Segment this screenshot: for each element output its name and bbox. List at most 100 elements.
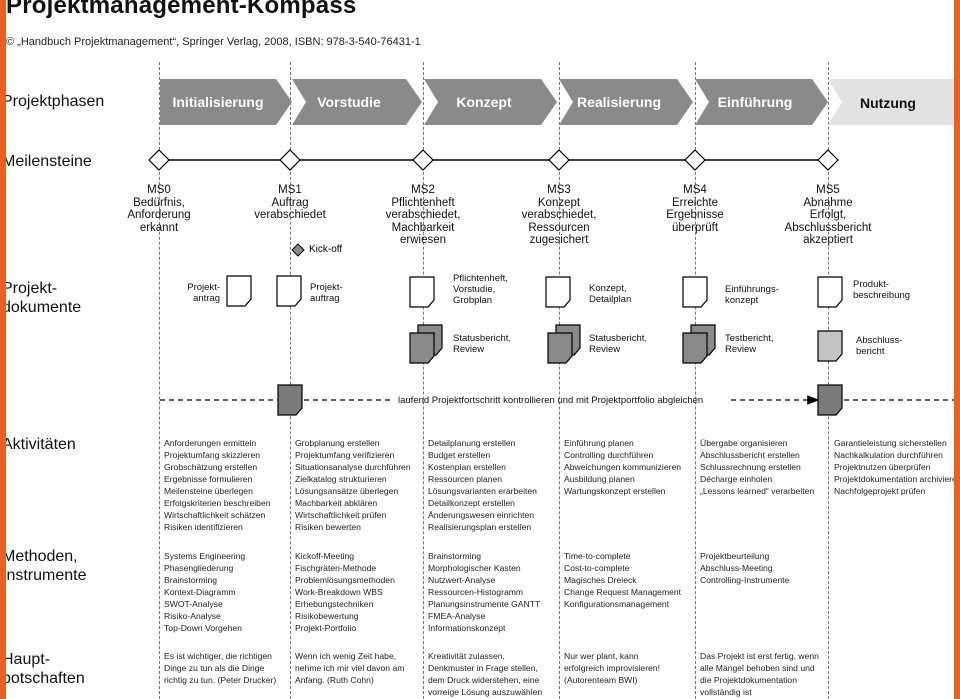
phase-chevron — [695, 79, 828, 125]
doc-label-projektantrag: Projekt- antrag — [182, 282, 220, 304]
doc-label-line: auftrag — [310, 293, 340, 304]
activities-vorstudie: Grobplanung erstellen Projektumfang veri… — [295, 437, 411, 533]
milestone-diamond — [279, 149, 301, 171]
doc-label-line: Detailplan — [589, 294, 632, 305]
activity-item: Lösungsansätze überlegen — [295, 486, 399, 496]
row-label-line: Aktivitäten — [6, 436, 76, 453]
milestone-text: verabschiedet, — [385, 209, 461, 221]
row-label-activities: Aktivitäten — [6, 435, 76, 454]
phase-label-nutzung: Nutzung — [860, 95, 916, 111]
doc-label-pflichtenheft: Pflichtenheft, Vorstudie, Grobplan — [453, 273, 508, 306]
document-icon — [409, 276, 435, 308]
doc-label-line: Statusbericht, — [589, 333, 648, 344]
activity-item: Grobschätzung erstellen — [164, 462, 258, 472]
milestone-text: akzeptiert — [803, 234, 853, 246]
method-item: Change Request Management — [564, 587, 682, 597]
activity-item: Projektdokumentation archivieren — [834, 474, 954, 484]
method-item: FMEA-Analyse — [428, 611, 486, 621]
phase-chevron — [559, 79, 693, 125]
method-item: Abschluss-Meeting — [700, 563, 773, 573]
phase-divider — [559, 62, 560, 699]
method-item: Controlling-Instrumente — [700, 575, 790, 585]
message-line: nehme ich mir viel davon am — [295, 663, 405, 673]
diagram-canvas: Projektmanagement-Kompass © „Handbuch Pr… — [6, 0, 954, 699]
methods-einfuehrung: Projektbeurteilung Abschluss-Meeting Con… — [700, 550, 789, 586]
doc-label-line: konzept — [725, 295, 759, 306]
activity-item: Realisierungsplan erstellen — [428, 522, 532, 532]
milestone-text: Anforderung — [127, 209, 191, 221]
row-label-documents: Projekt-dokumente — [6, 279, 81, 317]
messages-konzept: Kreativität zulassen, Denkmuster in Frag… — [428, 650, 542, 698]
activity-item: Nachkalkulation durchführen — [834, 450, 943, 460]
row-label-line: Instrumente — [6, 567, 87, 584]
method-item: Problemlösungsmethoden — [295, 575, 395, 585]
milestone-ms0: MS0 Bedürfnis, Anforderung erkannt — [99, 184, 219, 234]
method-item: Projektbeurteilung — [700, 551, 770, 561]
activity-item: Décharge einholen — [700, 474, 773, 484]
doc-label-line: Review — [589, 344, 621, 355]
activity-item: Risiken bewerten — [295, 522, 361, 532]
method-item: Kickoff-Meeting — [295, 551, 355, 561]
activity-item: Detailkonzept erstellen — [428, 498, 515, 508]
methods-realisierung: Time-to-complete Cost-to-complete Magisc… — [564, 550, 681, 610]
document-icon-gray — [817, 330, 843, 362]
milestone-diamond — [412, 149, 434, 171]
doc-label-line: bericht — [856, 346, 885, 357]
milestone-text: Ergebnisse — [666, 209, 724, 221]
activity-item: Wirtschaftlichkeit prüfen — [295, 510, 387, 520]
message-line: Es ist wichtiger, die richtigen — [164, 651, 272, 661]
phase-chevron — [424, 79, 557, 125]
doc-label-line: Konzept, — [589, 283, 627, 294]
method-item: Morphologischer Kasten — [428, 563, 521, 573]
message-line: dem Druck widerstehen, eine — [428, 675, 540, 685]
stacked-document-front — [547, 332, 573, 364]
document-icon — [545, 276, 571, 308]
phase-label-einfuehrung: Einführung — [718, 94, 793, 110]
activity-item: Grobplanung erstellen — [295, 438, 380, 448]
milestone-diamond — [684, 149, 706, 171]
milestone-ms3: MS3 Konzept verabschiedet, Ressourcen zu… — [499, 184, 619, 247]
milestone-text: erkannt — [139, 221, 179, 234]
methods-konzept: Brainstorming Morphologischer Kasten Nut… — [428, 550, 540, 634]
activity-item: Projektumfang verifizieren — [295, 450, 395, 460]
activity-item: Ressourcen planen — [428, 474, 503, 484]
message-line: Wenn ich wenig Zeit habe, — [295, 651, 397, 661]
activity-item: Ausbildung planen — [564, 474, 635, 484]
milestone-id: MS1 — [278, 184, 302, 196]
message-line: erfolgreich improvisieren! — [564, 663, 660, 673]
phase-divider — [290, 62, 291, 699]
phase-chevron — [292, 79, 422, 125]
milestone-diamond — [817, 149, 839, 171]
activities-nutzung: Garantieleistung sicherstellen Nachkalku… — [834, 437, 954, 497]
doc-label-line: Review — [453, 344, 485, 355]
method-item: Konfigurationsmanagement — [564, 599, 670, 609]
message-line: Kreativität zulassen, — [428, 651, 505, 661]
doc-label-line: Vorstudie, — [453, 284, 496, 295]
messages-initialisierung: Es ist wichtiger, die richtigen Dinge zu… — [164, 650, 276, 686]
doc-label-line: Statusbericht, — [453, 333, 512, 344]
doc-label-line: Review — [725, 344, 757, 355]
doc-label-statusbericht-konzept: Statusbericht, Review — [453, 333, 511, 355]
activity-item: Abweichungen kommunizieren — [564, 462, 682, 472]
activity-item: Einführung planen — [564, 438, 634, 448]
doc-label-statusbericht-realisierung: Statusbericht, Review — [589, 333, 647, 355]
activity-item: Erfolgskriterien beschreiben — [164, 498, 271, 508]
doc-label-line: Projekt- — [187, 282, 220, 293]
activity-item: Garantieleistung sicherstellen — [834, 438, 947, 448]
activity-item: Detailplanung erstellen — [428, 438, 516, 448]
milestone-text: Bedürfnis, — [133, 196, 185, 209]
activity-item: Meilensteine überlegen — [164, 486, 253, 496]
method-item: Kontext-Diagramm — [164, 587, 236, 597]
kickoff-diamond — [291, 243, 305, 257]
milestone-diamond — [148, 149, 170, 171]
activity-item: Projektumfang skizzieren — [164, 450, 261, 460]
activity-item: Machbarkeit abklären — [295, 498, 378, 508]
method-item: Informationskonzept — [428, 623, 506, 633]
stacked-document-front — [409, 332, 435, 364]
doc-label-line: Einführungs- — [725, 284, 779, 295]
row-label-messages: Haupt-botschaften — [6, 650, 85, 688]
document-icon — [276, 275, 302, 307]
phase-divider — [828, 62, 829, 699]
kickoff-label: Kick-off — [309, 244, 343, 255]
activity-item: Risiken identifizieren — [164, 522, 243, 532]
